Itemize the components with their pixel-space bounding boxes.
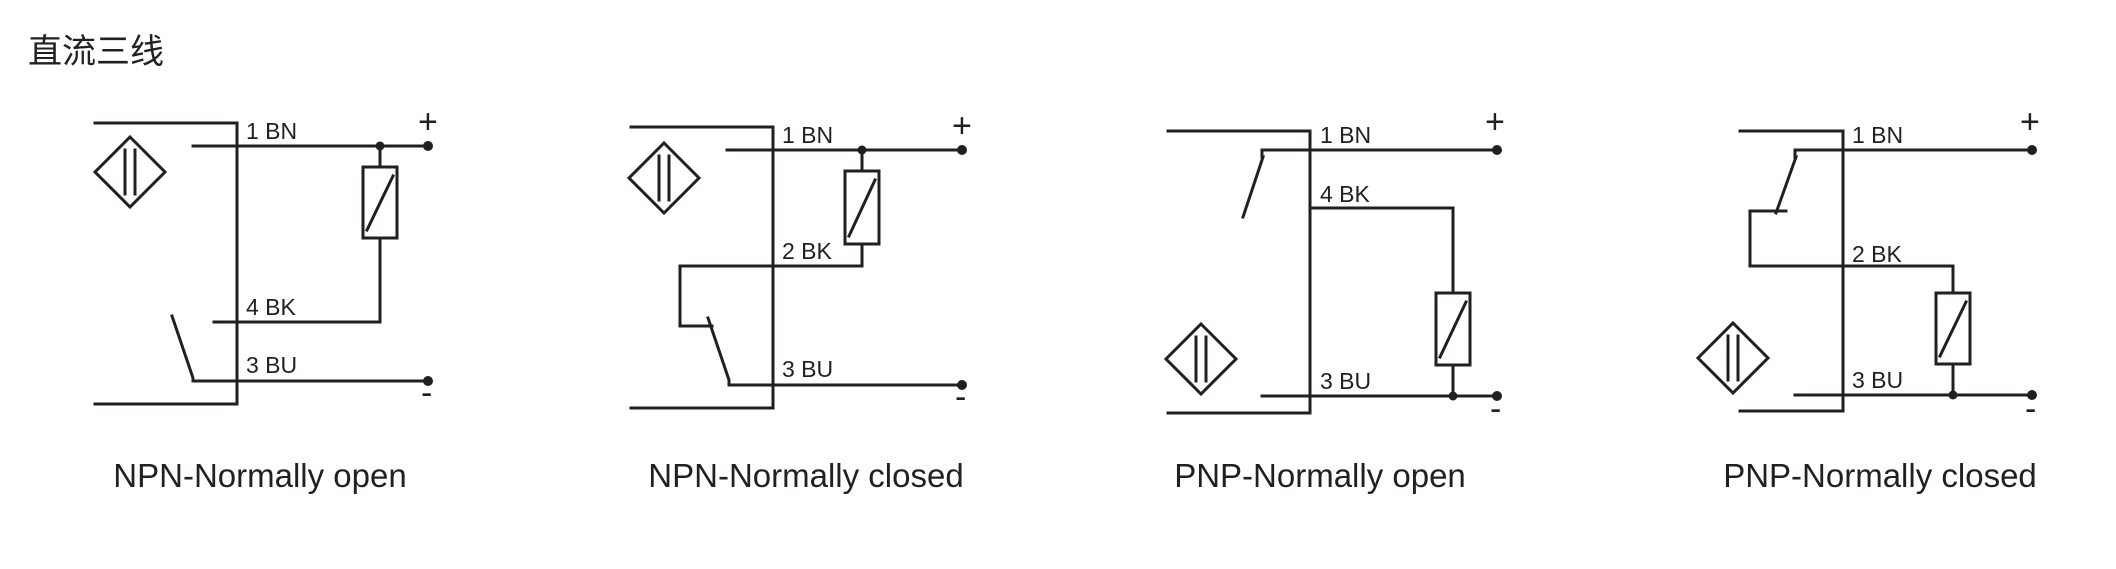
diagram-caption: NPN-Normally closed	[648, 457, 963, 494]
wire-label-3: 3 BU	[1320, 368, 1371, 394]
wire-label-3: 3 BU	[1852, 367, 1903, 393]
switch-nc-contact	[1774, 148, 1799, 215]
terminal-minus	[957, 380, 967, 390]
wire-label-1: 1 BN	[782, 122, 833, 148]
diagram-npn-normally-open: 1 BN 4 BK 3 BU + - NPN-Normally open	[92, 103, 438, 494]
wire-label-3: 3 BU	[782, 356, 833, 382]
diagram-pnp-normally-open: 1 BN 4 BK 3 BU + - PNP-Normally open	[1163, 103, 1505, 494]
plus-sign: +	[2020, 103, 2040, 141]
wire-label-2: 4 BK	[246, 294, 297, 320]
terminal-minus	[1492, 391, 1502, 401]
diagram-npn-normally-closed: 1 BN 2 BK 3 BU + - NPN-Normally closed	[626, 107, 972, 494]
wire-label-1: 1 BN	[246, 118, 297, 144]
wire-black	[212, 236, 382, 324]
terminal-minus	[2027, 390, 2037, 400]
plus-sign: +	[952, 107, 972, 145]
wire-label-2: 2 BK	[782, 238, 833, 264]
terminal-minus	[423, 376, 433, 386]
minus-sign: -	[1490, 390, 1501, 428]
switch-no-contact	[170, 314, 195, 383]
terminal-plus	[957, 145, 967, 155]
wire-black	[678, 242, 864, 328]
sensor-housing-outline	[93, 121, 239, 406]
sensor-symbol-icon	[92, 134, 168, 210]
sensor-housing-outline	[1166, 129, 1312, 415]
terminal-plus	[423, 141, 433, 151]
minus-sign: -	[2025, 390, 2036, 428]
switch-nc-contact	[706, 316, 731, 387]
sensor-symbol-icon	[626, 140, 702, 216]
wire-label-3: 3 BU	[246, 352, 297, 378]
wire-label-2: 2 BK	[1852, 241, 1903, 267]
minus-sign: -	[421, 374, 432, 412]
load-resistor-slash	[847, 178, 877, 238]
diagram-pnp-normally-closed: 1 BN 2 BK 3 BU + - PNP-Normally closed	[1695, 103, 2040, 494]
wire-label-1: 1 BN	[1852, 122, 1903, 148]
diagram-caption: NPN-Normally open	[113, 457, 406, 494]
terminal-plus	[1492, 145, 1502, 155]
junction-dot	[1448, 391, 1458, 401]
wire-label-2: 4 BK	[1320, 181, 1371, 207]
diagram-caption: PNP-Normally closed	[1723, 457, 2037, 494]
wire-black-loop	[1748, 209, 1955, 295]
sensor-symbol-icon	[1695, 320, 1771, 396]
sensor-symbol-icon	[1163, 321, 1239, 397]
terminal-plus	[2027, 145, 2037, 155]
load-resistor-slash	[1438, 300, 1468, 359]
page-title: 直流三线	[28, 32, 164, 72]
plus-sign: +	[1485, 103, 1505, 141]
sensor-housing-outline	[1738, 129, 1845, 413]
load-resistor-slash	[1937, 299, 1969, 359]
switch-no-contact	[1241, 148, 1266, 219]
wire-label-1: 1 BN	[1320, 122, 1371, 148]
junction-dot	[1948, 390, 1958, 400]
load-resistor-slash	[364, 173, 396, 233]
wire-black	[1308, 206, 1455, 295]
diagram-caption: PNP-Normally open	[1174, 457, 1466, 494]
plus-sign: +	[418, 103, 438, 141]
minus-sign: -	[955, 378, 966, 416]
